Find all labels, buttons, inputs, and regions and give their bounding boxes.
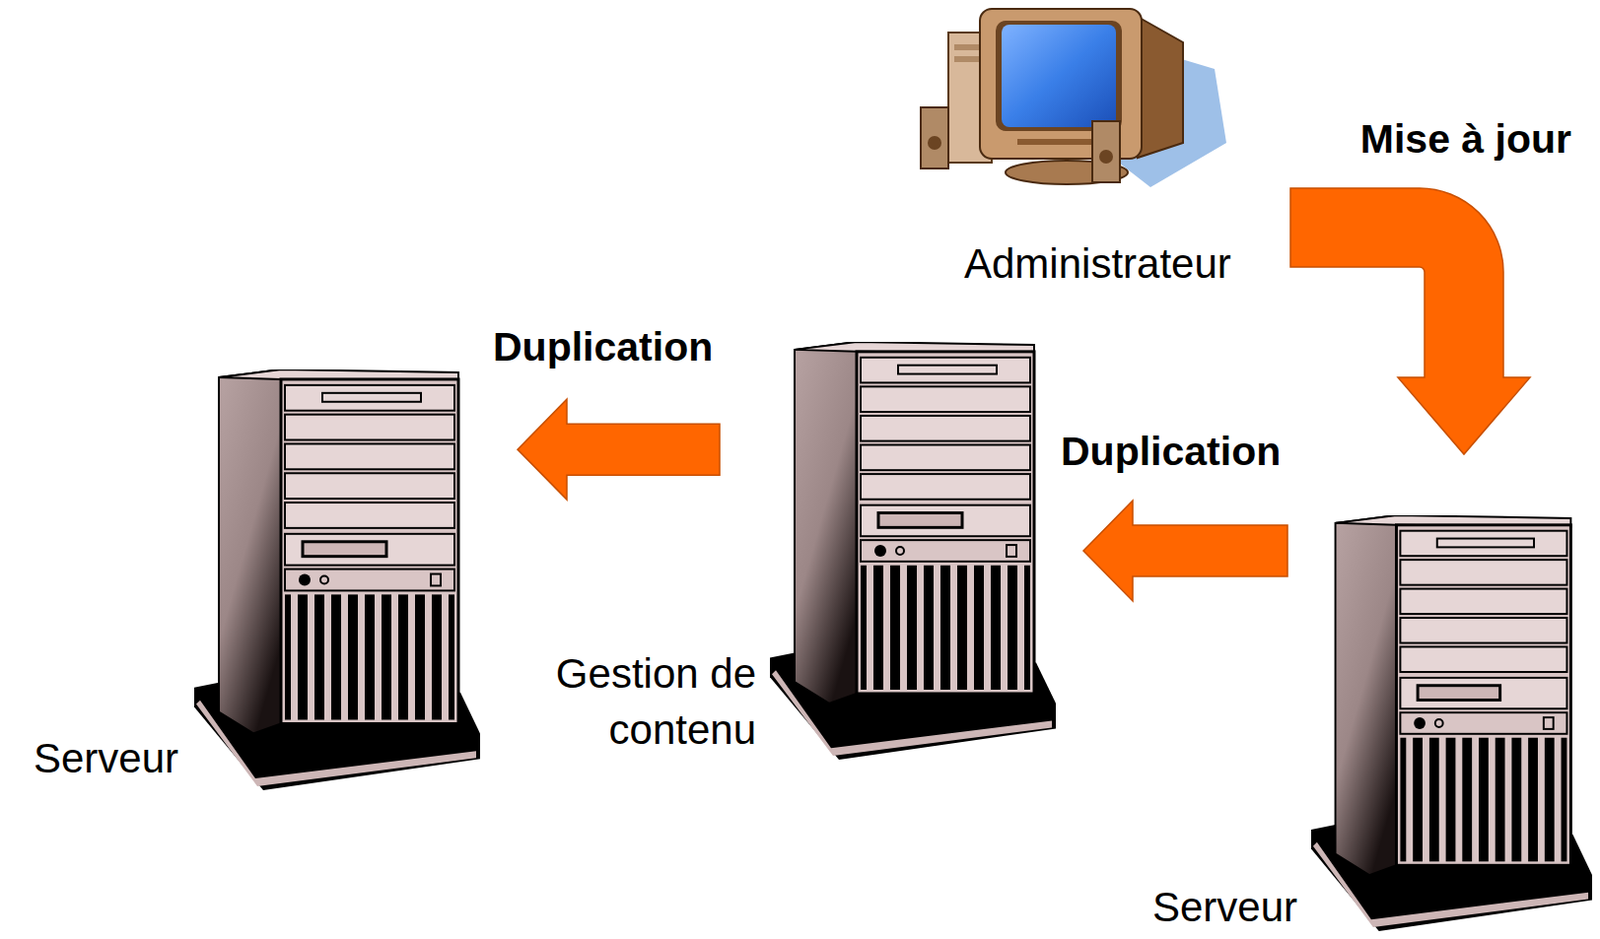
- server-tower-picture: [769, 342, 1056, 761]
- server-tower-icon: [769, 342, 1056, 761]
- block-arrow: [1083, 500, 1288, 602]
- server-tower-picture: [194, 369, 481, 791]
- block-arrow: [517, 399, 720, 500]
- admin-computer-picture: [918, 4, 1235, 189]
- server-tower-icon: [1311, 515, 1593, 932]
- edge-label: Mise à jour: [1360, 115, 1572, 164]
- server-tower-icon: [194, 369, 481, 791]
- node-label: Gestion de contenu: [519, 646, 757, 759]
- server-tower-picture: [1311, 515, 1593, 932]
- edge-label: Duplication: [492, 323, 713, 372]
- node-label: Serveur: [1152, 880, 1298, 937]
- node-label: Serveur: [33, 731, 179, 788]
- admin-computer: Administrateur: [918, 4, 1235, 189]
- server-tower: Serveur: [1311, 515, 1593, 932]
- block-arrow: [1290, 188, 1531, 455]
- edge-label: Duplication: [1060, 427, 1281, 477]
- node-label: Administrateur: [964, 236, 1232, 293]
- server-tower: Gestion de contenu: [769, 342, 1056, 761]
- admin-computer-icon: [920, 8, 1227, 188]
- server-tower: Serveur: [194, 369, 481, 791]
